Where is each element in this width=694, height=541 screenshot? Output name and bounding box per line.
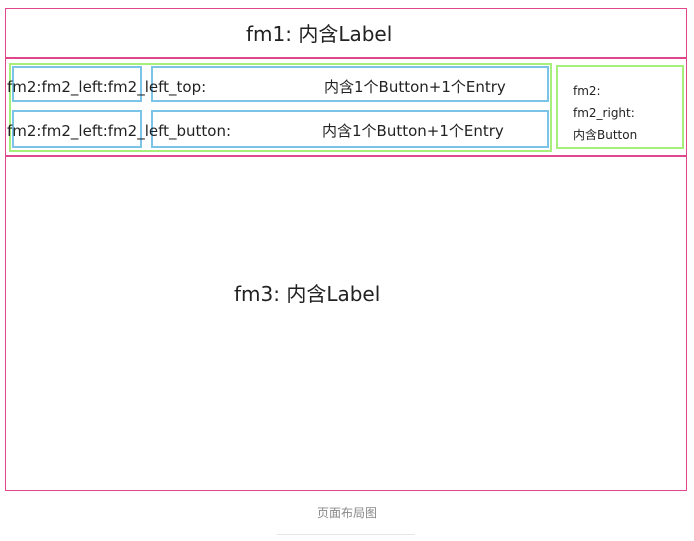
fm2-right-label: fm2: fm2_right: 内含Button: [573, 80, 637, 146]
caption-divider: [277, 534, 415, 535]
fm3-label: fm3: 内含Label: [234, 282, 381, 306]
fm2-right-line: 内含Button: [573, 128, 638, 142]
fm2-left-top-description: 内含1个Button+1个Entry: [324, 78, 506, 96]
fm2-right-frame: [556, 65, 684, 149]
fm2-left-bottom-name: fm2:fm2_left:fm2_left_button:: [7, 122, 232, 140]
fm1-label: fm1: 内含Label: [246, 22, 393, 46]
fm2-left-top-name: fm2:fm2_left:fm2_left_top:: [7, 78, 207, 96]
fm2-right-line: fm2_right:: [573, 106, 635, 120]
fm2-left-frame: [9, 63, 552, 152]
fm3-frame: [5, 156, 687, 491]
fm2-right-line: fm2:: [573, 84, 601, 98]
fm2-left-top-button-box: [12, 66, 142, 102]
fm2-left-top-entry-box: [151, 66, 549, 102]
figure-caption: 页面布局图: [316, 506, 377, 520]
fm2-left-bottom-button-box: [12, 110, 142, 148]
fm2-left-bottom-entry-box: [151, 110, 549, 148]
fm1-frame: [5, 8, 687, 58]
fm2-frame: [5, 58, 687, 156]
fm2-left-bottom-description: 内含1个Button+1个Entry: [322, 122, 504, 140]
